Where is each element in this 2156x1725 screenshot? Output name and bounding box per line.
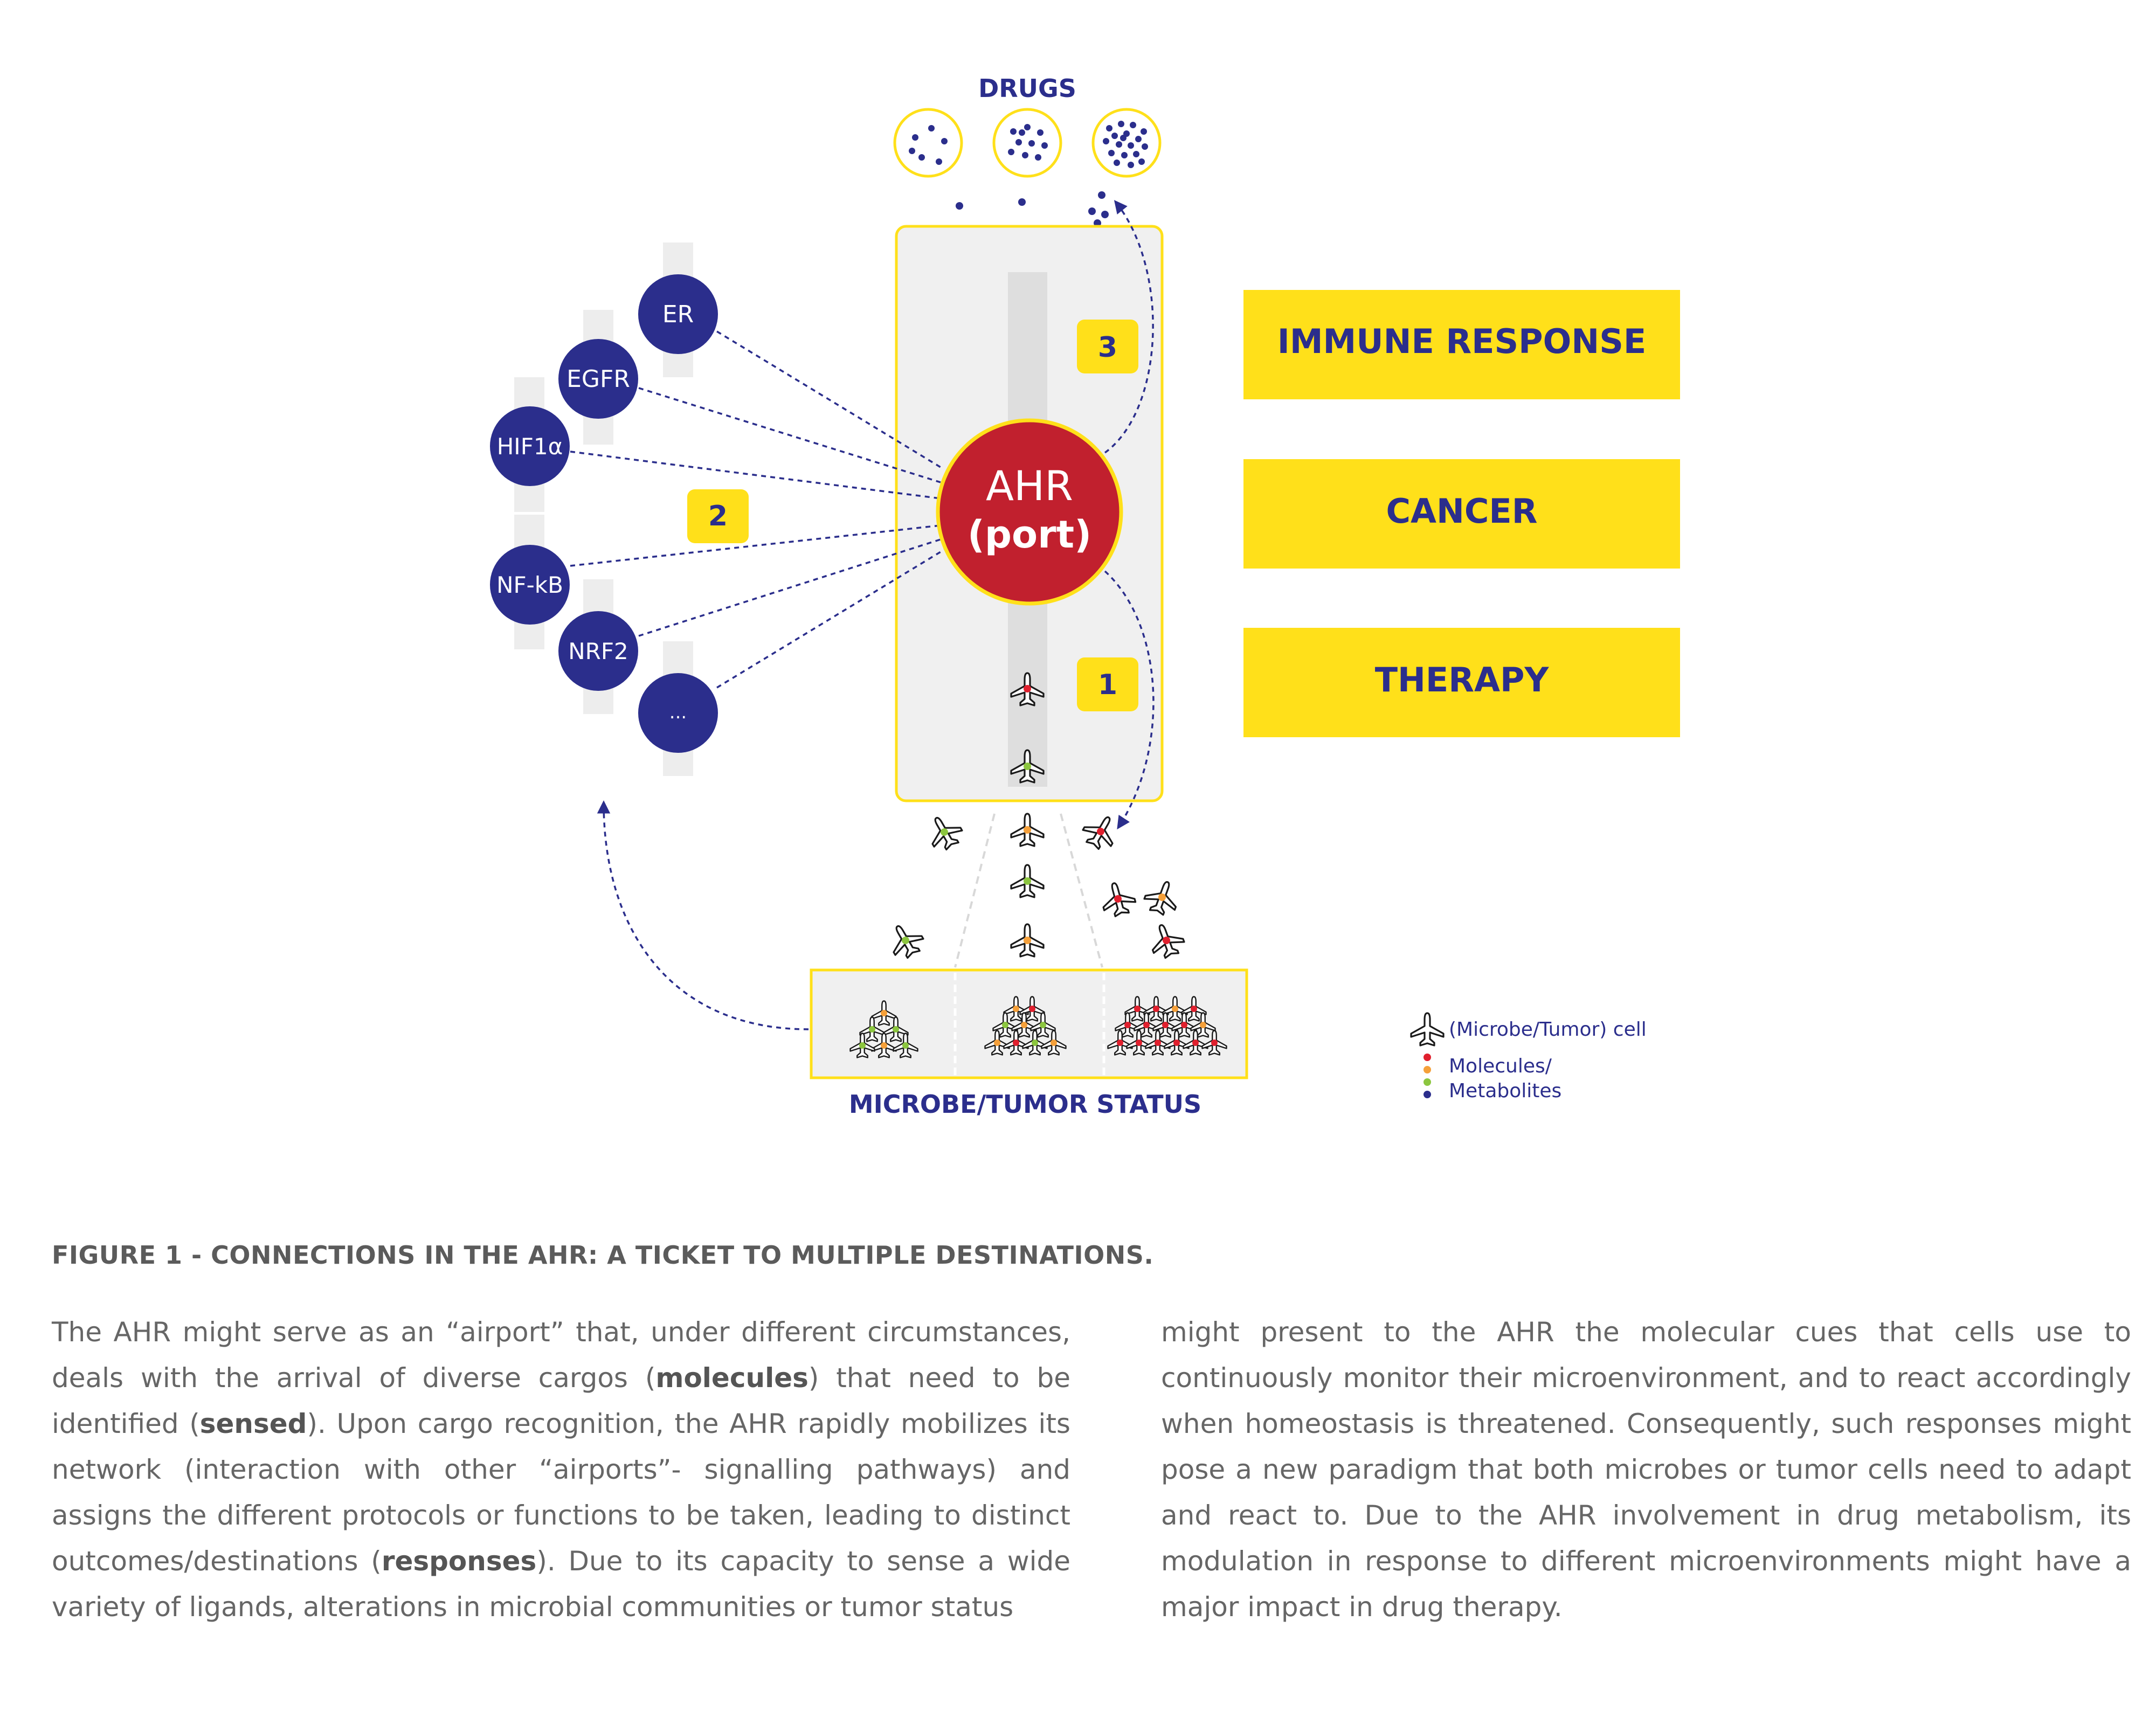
pathway-node-egfr: EGFR [558,339,638,419]
drugs-label: DRUGS [978,74,1076,103]
svg-text:1: 1 [1098,669,1117,701]
arrow-ahr-to-cells [1104,570,1155,830]
arriving-planes [882,808,1188,964]
step-badge-2: 2 [687,489,749,543]
arrow-ahr-to-drugs [1104,200,1154,454]
caption-emphasis-molecules: molecules [655,1362,808,1394]
svg-text:HIF1α: HIF1α [497,433,563,460]
drug-concentration-medium [992,108,1062,178]
legend-molecules-line1: Molecules/ [1449,1055,1552,1077]
figure-title: FIGURE 1 - CONNECTIONS IN THE AHR: A TIC… [52,1241,1154,1270]
caption-emphasis-responses: responses [381,1546,537,1577]
runway-planes [1010,672,1045,784]
outcome-cancer: CANCER [1243,459,1680,569]
caption-left-column: The AHR might serve as an “airport” that… [52,1310,1070,1630]
caption-right-column: might present to the AHR the molecular c… [1161,1317,2131,1623]
cell-cluster-medium [984,996,1067,1056]
caption-text: ). Upon cargo recognition, the AHR rapid… [52,1408,1070,1577]
pathway-node-hif1a: HIF1α [490,406,570,486]
caption-text: ). Due to its capacity to sense a wide v… [52,1546,1071,1623]
pathway-node-nfkb: NF-kB [490,545,570,625]
pathway-node-nrf2: NRF2 [558,611,638,691]
dot-icon [1423,1054,1431,1098]
svg-text:AHR: AHR [986,462,1073,510]
cell-cluster-high [1107,996,1227,1056]
caption-text: The AHR might serve as an “airport” that… [52,1317,1070,1394]
status-label: MICROBE/TUMOR STATUS [849,1090,1201,1119]
caption-text: ) that need to be identified ( [52,1362,1071,1439]
legend: (Microbe/Tumor) cell Molecules/ Metaboli… [1410,1012,1647,1102]
svg-text:(port): (port) [968,512,1091,557]
svg-text:3: 3 [1098,331,1117,364]
arrow-status-to-pathways [597,800,809,1030]
svg-text:NRF2: NRF2 [568,638,628,664]
step-badge-3: 3 [1077,320,1138,373]
drug-concentration-low [893,108,963,178]
step-badge-1: 1 [1077,657,1138,711]
svg-text:CANCER: CANCER [1386,491,1538,531]
svg-text:NF-kB: NF-kB [496,572,563,598]
funnel-lines [954,813,1103,968]
drug-concentration-high [1091,108,1162,178]
svg-text:THERAPY: THERAPY [1375,660,1550,699]
pathway-node-er: ER [638,274,718,354]
pathway-node-other: ... [638,673,718,753]
svg-text:2: 2 [708,500,728,532]
outcome-immune-response: IMMUNE RESPONSE [1243,290,1680,399]
svg-text:...: ... [669,702,687,723]
cell-cluster-low [849,1000,918,1058]
pathway-connections [570,330,949,689]
outcome-therapy: THERAPY [1243,628,1680,737]
caption-emphasis-sensed: sensed [199,1408,307,1439]
status-dividers [953,973,1105,1075]
legend-cell-label: (Microbe/Tumor) cell [1449,1019,1647,1041]
svg-text:EGFR: EGFR [566,365,630,393]
ahr-port-node: AHR (port) [936,418,1123,606]
svg-text:IMMUNE RESPONSE: IMMUNE RESPONSE [1277,322,1646,361]
airplane-icon [1410,1012,1445,1047]
legend-molecules-line2: Metabolites [1449,1080,1561,1102]
svg-text:ER: ER [662,301,694,328]
